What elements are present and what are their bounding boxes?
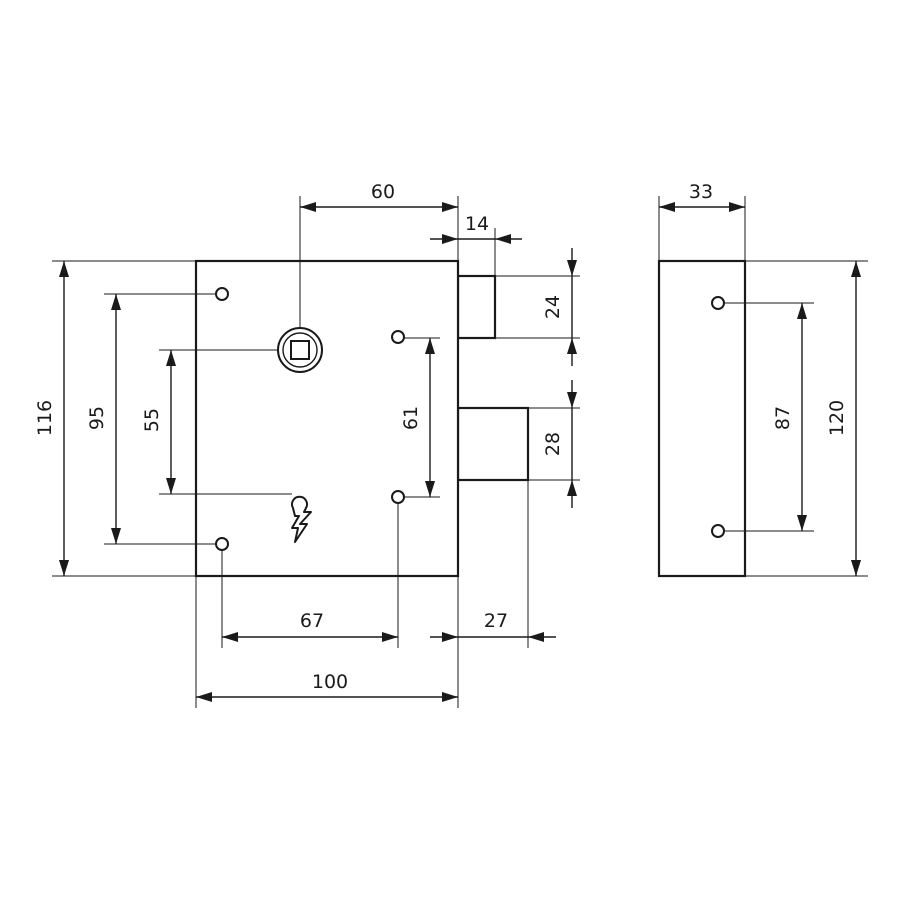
- dim-label-67: 67: [300, 610, 324, 632]
- dim-label-61: 61: [400, 406, 422, 430]
- dead-bolt: [456, 406, 530, 482]
- mounting-hole: [215, 287, 229, 301]
- dim-label-33: 33: [689, 181, 713, 203]
- side-hole: [711, 296, 725, 310]
- side-hole: [711, 524, 725, 538]
- dimension-labels: 60 14 24 28 116 95 55 61 67 27 100 33 87…: [34, 181, 848, 693]
- lock-body: [194, 259, 460, 578]
- dim-label-28: 28: [542, 432, 564, 456]
- dim-label-27: 27: [484, 610, 508, 632]
- dim-label-100: 100: [312, 671, 348, 693]
- dim-label-24: 24: [542, 295, 564, 319]
- dim-label-116: 116: [34, 400, 56, 436]
- keyhole-icon: [291, 495, 312, 543]
- front-view: [194, 259, 530, 578]
- square-spindle-icon: [277, 327, 323, 373]
- latch-bolt: [456, 274, 497, 340]
- dim-label-55: 55: [141, 408, 163, 432]
- dim-label-60: 60: [371, 181, 395, 203]
- dim-label-120: 120: [826, 400, 848, 436]
- mounting-hole: [215, 537, 229, 551]
- side-body: [657, 259, 747, 578]
- side-view: [657, 259, 747, 578]
- dim-label-87: 87: [772, 406, 794, 430]
- dim-label-95: 95: [86, 406, 108, 430]
- mounting-hole: [391, 490, 405, 504]
- mounting-hole: [391, 330, 405, 344]
- dim-label-14: 14: [465, 213, 489, 235]
- dimension-lines: [59, 202, 861, 702]
